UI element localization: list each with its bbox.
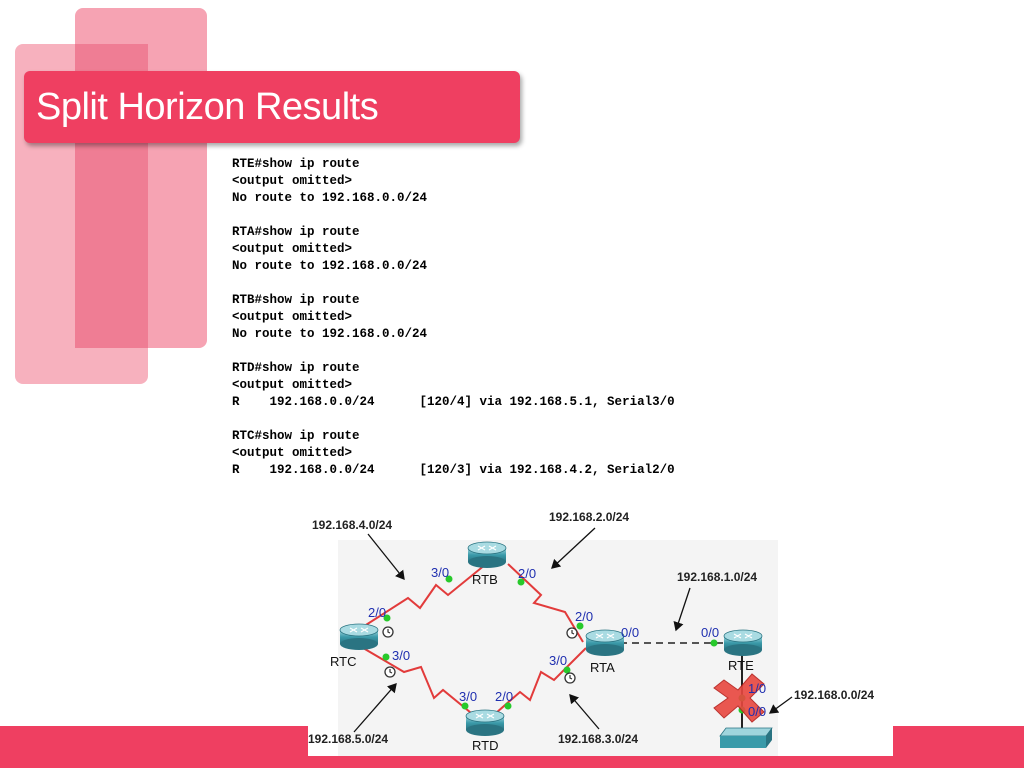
arrow	[673, 587, 691, 632]
cli-line: R 192.168.0.0/24 [120/3] via 192.168.4.2…	[232, 463, 675, 477]
link-dot	[563, 666, 571, 674]
cli-line: R 192.168.0.0/24 [120/4] via 192.168.5.1…	[232, 395, 675, 409]
cli-block-rta: RTA#show ip route <output omitted> No ro…	[232, 224, 675, 275]
link-dot	[517, 578, 525, 586]
cli-line: No route to 192.168.0.0/24	[232, 327, 428, 341]
cli-line: RTA#show ip route	[232, 225, 360, 239]
slide-title: Split Horizon Results	[36, 86, 379, 128]
topology-svg: RTB RTC RTA RTE RTD 3/0 2/0 2/0 3/0 2/0 …	[308, 510, 874, 756]
link-dot	[383, 614, 391, 622]
router-icon-rtc	[339, 623, 379, 650]
router-icon-rtd	[465, 709, 505, 736]
network-label: 192.168.3.0/24	[558, 732, 638, 746]
interface-label: 2/0	[495, 689, 513, 704]
interface-label: 0/0	[621, 625, 639, 640]
interface-label: 3/0	[549, 653, 567, 668]
link-dot	[504, 702, 512, 710]
link-dot	[382, 653, 390, 661]
interface-label: 1/0	[748, 681, 766, 696]
arrow	[569, 694, 600, 730]
arrow	[768, 696, 793, 714]
router-icon-rta	[585, 629, 625, 656]
cli-line: RTC#show ip route	[232, 429, 360, 443]
cli-line: RTE#show ip route	[232, 157, 360, 171]
diagram-backdrop	[338, 540, 778, 756]
network-label: 192.168.5.0/24	[308, 732, 388, 746]
interface-label: 2/0	[518, 566, 536, 581]
cli-line: <output omitted>	[232, 310, 353, 324]
cli-line: <output omitted>	[232, 446, 353, 460]
link-dot	[461, 702, 469, 710]
link-rtb-rta	[507, 563, 584, 643]
link-dot	[445, 575, 453, 583]
router-label-rte: RTE	[728, 658, 754, 673]
interface-label: 0/0	[701, 625, 719, 640]
link-rtd-rta	[487, 647, 587, 721]
interface-label: 3/0	[392, 648, 410, 663]
cli-line: RTB#show ip route	[232, 293, 360, 307]
arrow	[367, 533, 405, 581]
clock-icon	[566, 627, 578, 639]
cli-line: No route to 192.168.0.0/24	[232, 191, 428, 205]
clock-icon	[384, 666, 396, 678]
interface-label: 0/0	[748, 704, 766, 719]
cli-line: No route to 192.168.0.0/24	[232, 259, 428, 273]
network-label: 192.168.0.0/24	[794, 688, 874, 702]
link-dot	[710, 639, 718, 647]
router-label-rtd: RTD	[472, 738, 498, 753]
router-icon-rtb	[467, 541, 507, 568]
clock-icon	[564, 672, 576, 684]
network-label: 192.168.4.0/24	[312, 518, 392, 532]
link-rtc-rtd	[357, 644, 477, 718]
interface-label: 3/0	[431, 565, 449, 580]
title-bar: Split Horizon Results	[24, 71, 520, 143]
router-label-rta: RTA	[590, 660, 615, 675]
cli-block-rtd: RTD#show ip route <output omitted> R 192…	[232, 360, 675, 411]
cli-output: RTE#show ip route <output omitted> No ro…	[232, 156, 675, 496]
network-diagram: RTB RTC RTA RTE RTD 3/0 2/0 2/0 3/0 2/0 …	[308, 500, 893, 756]
cli-block-rtb: RTB#show ip route <output omitted> No ro…	[232, 292, 675, 343]
cli-line: RTD#show ip route	[232, 361, 360, 375]
switch-icon	[719, 727, 773, 748]
network-label: 192.168.1.0/24	[677, 570, 757, 584]
router-icon-rte	[723, 629, 763, 656]
router-label-rtc: RTC	[330, 654, 356, 669]
link-rtc-rtb	[357, 559, 492, 631]
arrow	[353, 683, 397, 733]
arrow	[551, 527, 596, 569]
cli-line: <output omitted>	[232, 242, 353, 256]
interface-label: 3/0	[459, 689, 477, 704]
network-label: 192.168.2.0/24	[549, 510, 629, 524]
router-label-rtb: RTB	[472, 572, 498, 587]
interface-label: 2/0	[575, 609, 593, 624]
blocked-x-icon	[713, 673, 765, 723]
link-dot	[576, 622, 584, 630]
cli-line: <output omitted>	[232, 174, 353, 188]
cli-block-rte: RTE#show ip route <output omitted> No ro…	[232, 156, 675, 207]
clock-icon	[382, 626, 394, 638]
cli-block-rtc: RTC#show ip route <output omitted> R 192…	[232, 428, 675, 479]
interface-label: 2/0	[368, 605, 386, 620]
cli-line: <output omitted>	[232, 378, 353, 392]
